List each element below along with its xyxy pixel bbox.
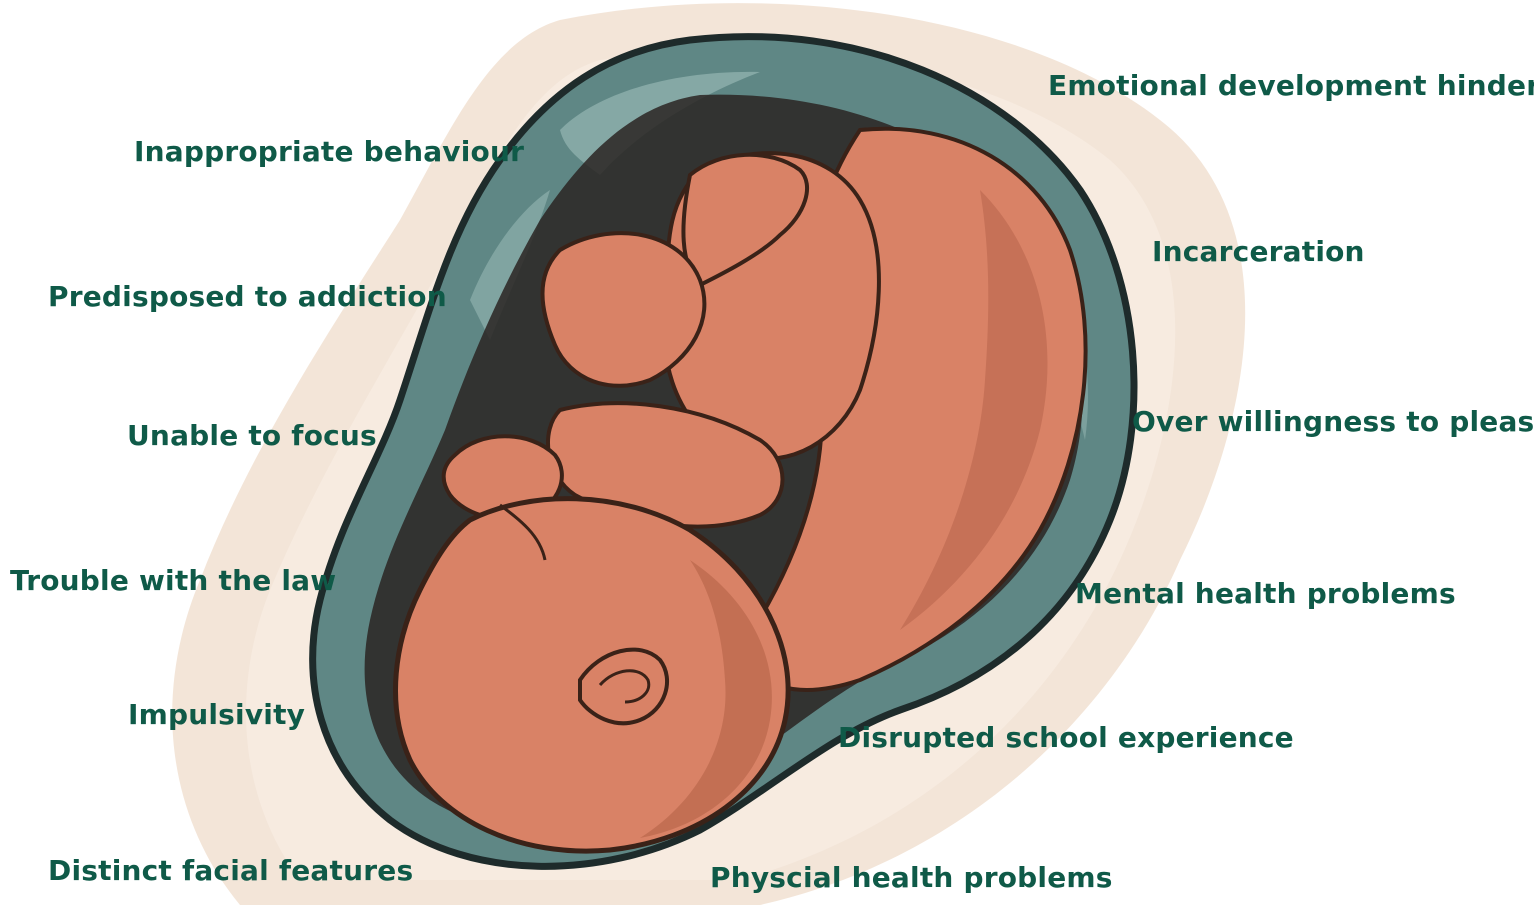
label-impulsivity: Impulsivity <box>128 701 305 729</box>
label-predisposed-to-addiction: Predisposed to addiction <box>48 283 447 311</box>
label-mental-health-problems: Mental health problems <box>1075 580 1456 608</box>
label-unable-to-focus: Unable to focus <box>127 422 377 450</box>
label-distinct-facial-features: Distinct facial features <box>48 857 413 885</box>
label-trouble-with-the-law: Trouble with the law <box>10 567 336 595</box>
label-disrupted-school-experience: Disrupted school experience <box>838 724 1294 752</box>
label-emotional-development-hindered: Emotional development hindered <box>1048 72 1534 100</box>
label-inappropriate-behaviour: Inappropriate behaviour <box>134 138 524 166</box>
label-incarceration: Incarceration <box>1152 238 1365 266</box>
label-physical-health-problems: Physcial health problems <box>710 864 1113 892</box>
label-over-willingness-to-please: Over willingness to please <box>1132 408 1534 436</box>
